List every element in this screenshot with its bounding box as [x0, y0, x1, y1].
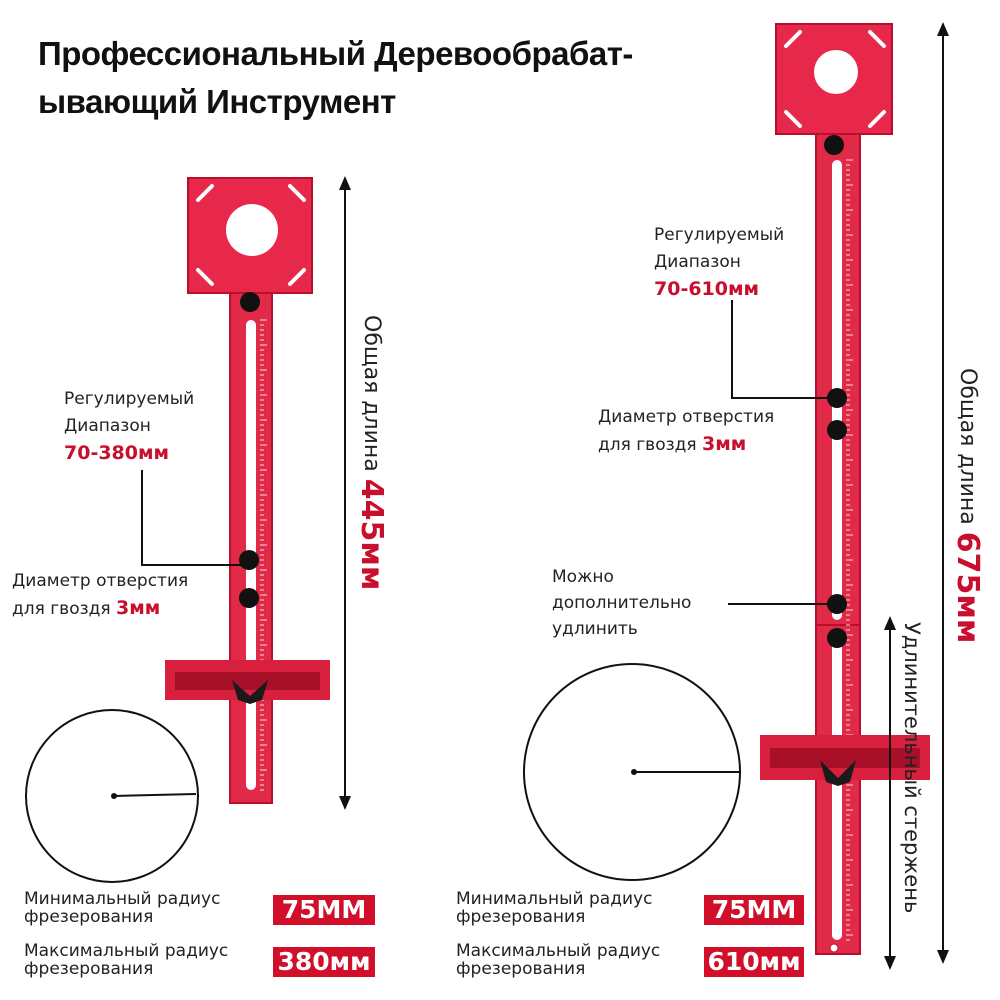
- left-total-length: Общая длина 445мм: [354, 315, 389, 590]
- left-min-radius-line2: фрезерования: [24, 907, 154, 927]
- right-extension-knob-2: [827, 628, 847, 648]
- right-min-radius-line2: фрезерования: [456, 907, 586, 927]
- right-hole-label-line2: для гвоздя: [598, 435, 703, 455]
- left-range-value: 70-380мм: [64, 442, 170, 464]
- left-min-radius-label: Минимальный радиус фрезерования: [24, 890, 220, 926]
- left-wing-nut: [232, 680, 268, 704]
- right-hole-value: 3мм: [702, 433, 747, 455]
- right-min-radius-badge: 75ММ: [704, 895, 804, 925]
- right-total-length-label: Общая длина: [955, 368, 980, 532]
- right-max-radius-label: Максимальный радиус фрезерования: [456, 942, 660, 978]
- right-min-radius-line1: Минимальный радиус: [456, 889, 653, 909]
- left-range-label-line1: Регулируемый: [64, 389, 195, 409]
- right-range-label-line2: Диапазон: [654, 252, 741, 272]
- right-range-label: Регулируемый Диапазон 70-610мм: [654, 222, 784, 303]
- right-extension-rod-label: Удлинительный стержень: [900, 622, 924, 914]
- right-total-length: Общая длина 675мм: [950, 368, 985, 643]
- left-hole-value: 3мм: [116, 597, 161, 619]
- title-line-1: Профессиональный Деревообрабат-: [38, 35, 633, 72]
- left-hole-label-line2: для гвоздя: [12, 599, 117, 619]
- left-range-label-line2: Диапазон: [64, 416, 151, 436]
- left-hole-label-line1: Диаметр отверстия: [12, 571, 189, 591]
- right-max-radius-line2: фрезерования: [456, 959, 586, 979]
- left-min-radius-badge: 75ММ: [273, 895, 375, 925]
- right-pivot-knob: [827, 388, 847, 408]
- page-title: Профессиональный Деревообрабат- ывающий …: [38, 30, 633, 126]
- right-pivot-knob-2: [827, 420, 847, 440]
- left-max-radius-badge: 380мм: [273, 947, 375, 977]
- left-knob-top: [240, 292, 260, 312]
- left-max-radius-label: Максимальный радиус фрезерования: [24, 942, 228, 978]
- right-extend-line3: удлинить: [552, 619, 638, 639]
- right-range-label-line1: Регулируемый: [654, 225, 785, 245]
- right-extend-label: Можно дополнительно удлинить: [552, 564, 691, 642]
- left-total-length-label: Общая длина: [359, 315, 384, 479]
- left-min-radius-line1: Минимальный радиус: [24, 889, 221, 909]
- title-line-2: ывающий Инструмент: [38, 83, 396, 120]
- right-extension-knob: [827, 594, 847, 614]
- left-max-radius-line1: Максимальный радиус: [24, 941, 229, 961]
- right-hole-label-line1: Диаметр отверстия: [598, 407, 775, 427]
- right-knob-top: [824, 135, 844, 155]
- right-range-value: 70-610мм: [654, 278, 760, 300]
- left-max-radius-line2: фрезерования: [24, 959, 154, 979]
- right-extend-line2: дополнительно: [552, 593, 692, 613]
- left-range-label: Регулируемый Диапазон 70-380мм: [64, 386, 194, 467]
- right-max-radius-line1: Максимальный радиус: [456, 941, 661, 961]
- right-max-radius-badge: 610мм: [704, 947, 804, 977]
- left-pivot-knob-2: [239, 588, 259, 608]
- right-wing-nut: [820, 760, 856, 786]
- right-hole-label: Диаметр отверстия для гвоздя 3мм: [598, 404, 774, 459]
- left-total-length-value: 445мм: [354, 478, 389, 591]
- right-min-radius-label: Минимальный радиус фрезерования: [456, 890, 652, 926]
- right-extend-line1: Можно: [552, 567, 614, 587]
- left-trammel-tool: [165, 177, 330, 804]
- left-hole-label: Диаметр отверстия для гвоздя 3мм: [12, 568, 188, 623]
- right-total-length-value: 675мм: [950, 531, 985, 644]
- left-min-radius-circle: [25, 709, 199, 883]
- right-trammel-tool: [760, 23, 930, 955]
